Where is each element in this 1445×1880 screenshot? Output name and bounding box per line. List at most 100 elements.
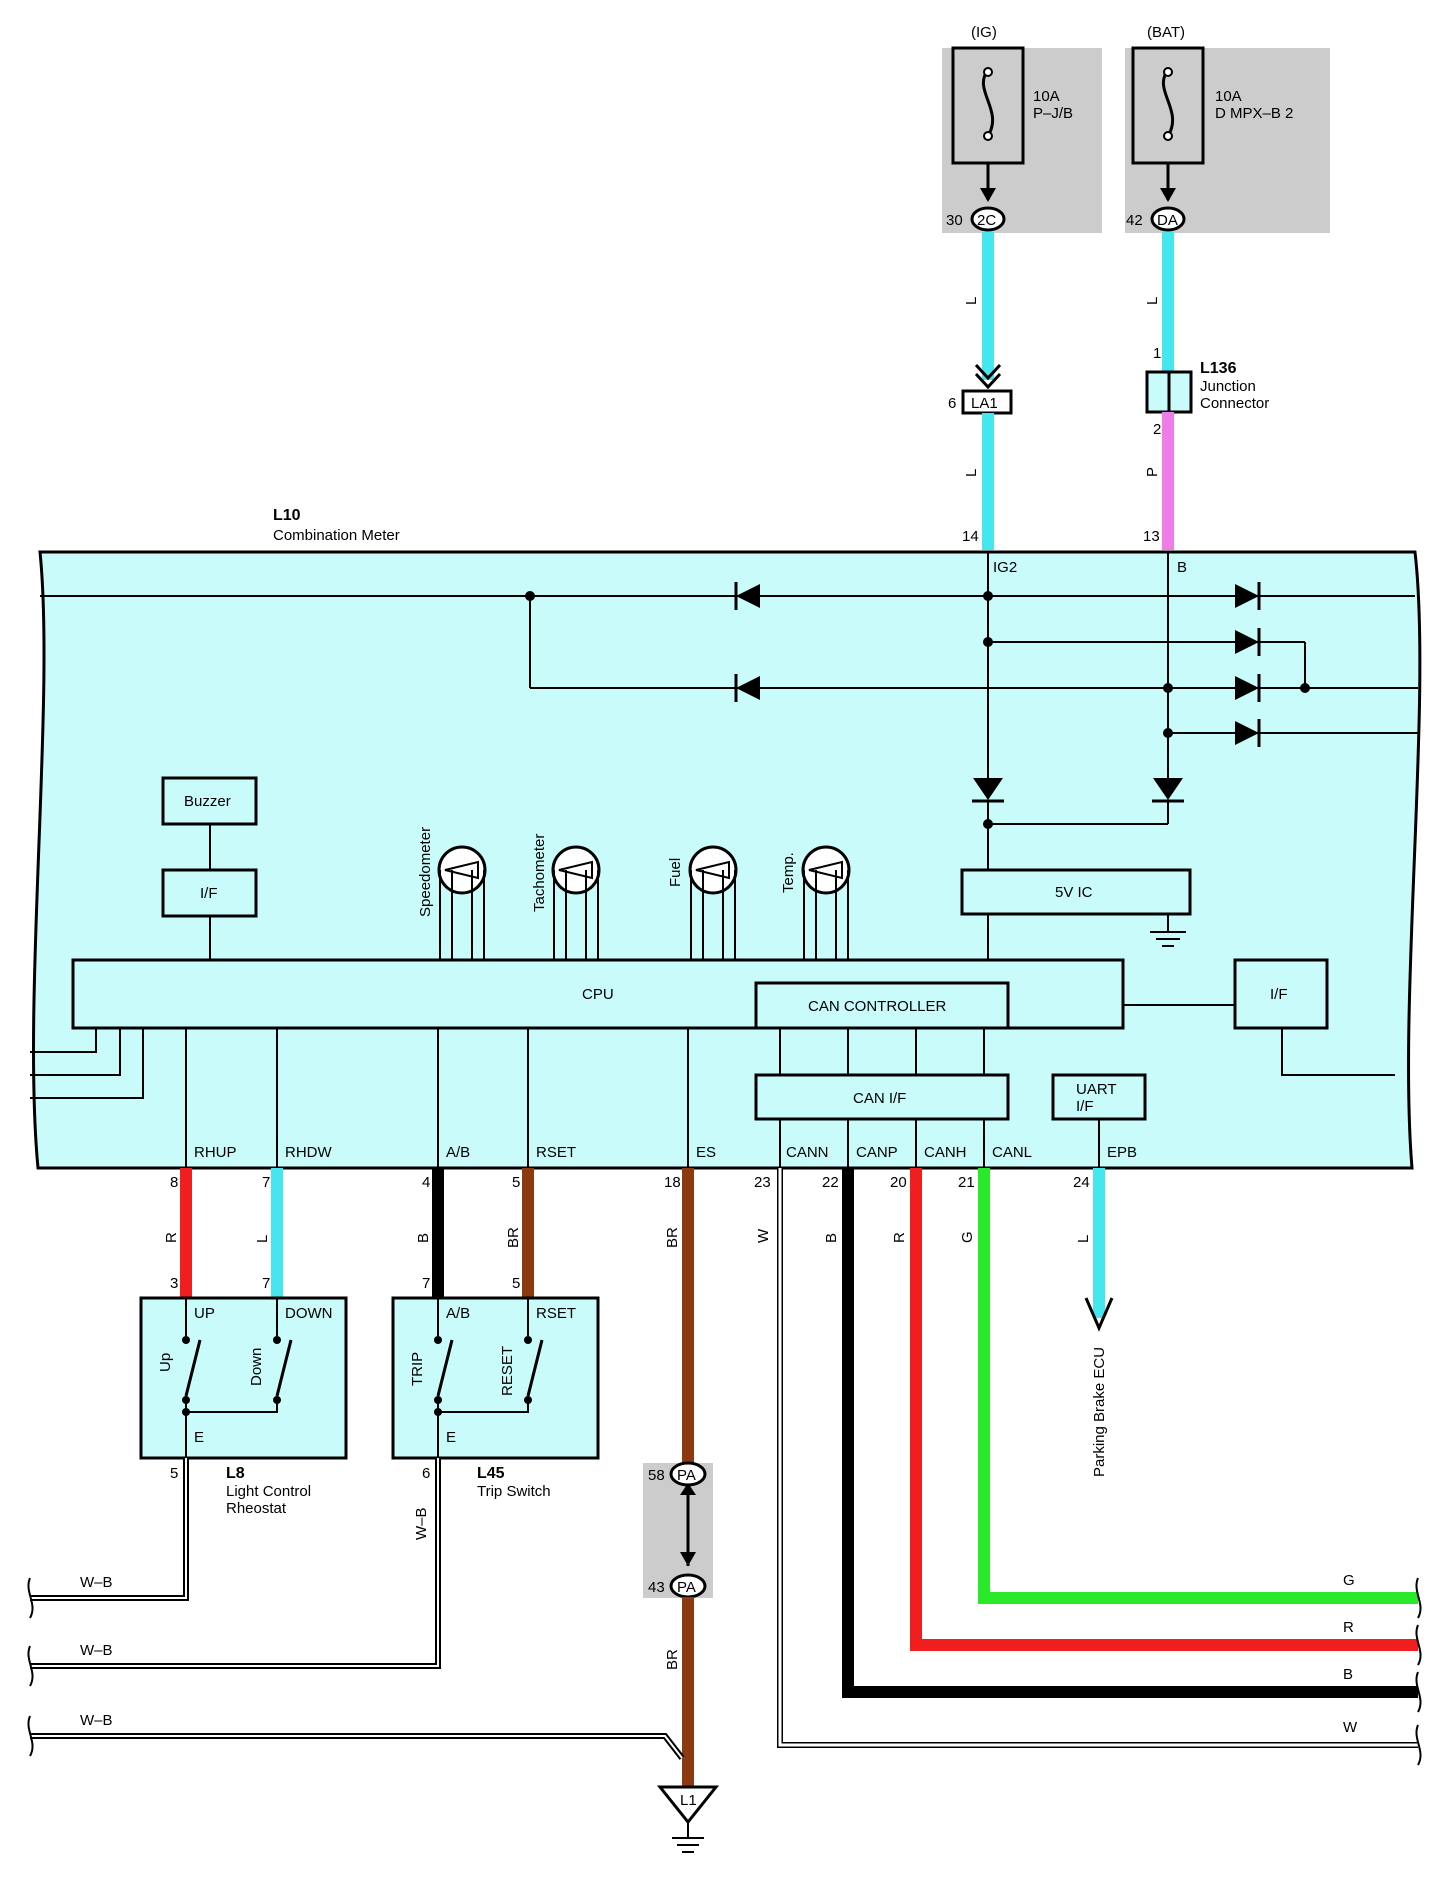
wb-wires: W–B W–B W–B W–B	[27, 1458, 685, 1760]
l136-id: L136	[1200, 360, 1237, 377]
meter-name: Combination Meter	[273, 527, 400, 544]
diode-4	[1235, 628, 1261, 656]
fuse-bat-name: D MPX–B 2	[1215, 105, 1293, 122]
l45-pin-ab: 7	[422, 1275, 430, 1292]
l8-box	[139, 1296, 348, 1460]
temp-gauge-icon: Temp.	[780, 845, 851, 960]
wire-label-l-4: L	[254, 1235, 271, 1243]
terminal-canl: CANL	[992, 1144, 1032, 1161]
wire-label-l-1: L	[963, 297, 980, 305]
wire-label-r-2: R	[891, 1232, 908, 1243]
wire-label-wb-1: W–B	[80, 1574, 113, 1591]
wire-label-g-1: G	[959, 1231, 976, 1243]
terminal-rset: RSET	[536, 1144, 576, 1161]
l8-switch-up	[184, 1339, 202, 1397]
l45-label-ab: A/B	[446, 1305, 470, 1322]
uart-label-2: I/F	[1076, 1098, 1094, 1115]
wire-label-b-1: B	[415, 1233, 432, 1243]
left-bus-lines	[30, 1028, 144, 1099]
terminal-es: ES	[696, 1144, 716, 1161]
speedometer-label: Speedometer	[417, 827, 434, 917]
l8-switch-down	[275, 1339, 293, 1397]
l8-pin-down: 7	[262, 1275, 270, 1292]
uart-label-1: UART	[1076, 1081, 1117, 1098]
buzzer-if-label: I/F	[200, 885, 218, 902]
diode-6	[1235, 719, 1261, 747]
connector-pa-bottom-label: PA	[677, 1579, 696, 1596]
terminal-canh: CANH	[924, 1144, 967, 1161]
junction-dots	[525, 591, 1310, 829]
buzzer-if	[161, 868, 258, 918]
l45-trip-switch: 7 5 A/B RSET TRIP RESET E 6 L45 Trip Swi…	[391, 1275, 600, 1500]
meter-pin-13: 13	[1143, 528, 1160, 545]
diode-2	[734, 674, 760, 702]
fuse-ig-rating: 10A	[1033, 88, 1060, 105]
ground-l1-label: L1	[680, 1792, 697, 1809]
connector-2c	[970, 206, 1006, 232]
fuse-bat-source: (BAT)	[1147, 24, 1185, 41]
connector-da-label: DA	[1157, 212, 1178, 229]
l136-desc2: Connector	[1200, 395, 1269, 412]
wire-g-canl	[978, 1168, 1418, 1604]
terminal-canp: CANP	[856, 1144, 898, 1161]
l45-switch-reset	[526, 1339, 544, 1397]
wire-label-p: P	[1144, 467, 1161, 477]
wire-label-w-1: W	[755, 1228, 772, 1243]
pin-4: 4	[422, 1174, 430, 1191]
l45-pin-e: 6	[422, 1465, 430, 1482]
l136-pin-out: 2	[1153, 421, 1161, 438]
wire-label-b-2: B	[823, 1233, 840, 1243]
l8-switch-down-label: Down	[248, 1348, 265, 1386]
l45-pin-rset: 5	[512, 1275, 520, 1292]
uart-if	[1051, 1073, 1147, 1121]
gauges: Speedometer Tachometer Fuel	[417, 827, 851, 960]
wire-label-wb-4: W–B	[413, 1507, 430, 1540]
diode-5	[1235, 674, 1261, 702]
fuel-gauge-icon: Fuel	[667, 845, 738, 960]
fuse-bat-rating: 10A	[1215, 88, 1242, 105]
speedometer-gauge-icon: Speedometer	[417, 827, 487, 960]
fuse-ig-source: (IG)	[971, 24, 997, 41]
tachometer-gauge-icon: Tachometer	[531, 834, 601, 960]
terminal-labels: RHUP RHDW A/B RSET ES CANN CANP CANH CAN…	[194, 1144, 1137, 1161]
fuse-bat: (BAT) 10A D MPX–B 2 DA 42	[1125, 24, 1330, 233]
l136-pin-in: 1	[1153, 345, 1161, 362]
can-controller-label: CAN CONTROLLER	[808, 998, 947, 1015]
terminal-cann: CANN	[786, 1144, 829, 1161]
connector-la1-pin: 6	[948, 395, 956, 412]
l136-desc1: Junction	[1200, 378, 1256, 395]
pin-21: 21	[958, 1174, 975, 1191]
l8-label-down: DOWN	[285, 1305, 333, 1322]
diode-3	[1235, 582, 1261, 610]
tachometer-label: Tachometer	[531, 834, 548, 912]
terminal-rhup: RHUP	[194, 1144, 237, 1161]
wire-label-r-1: R	[163, 1232, 180, 1243]
fuse-bat-bg	[1125, 48, 1330, 233]
l45-id: L45	[477, 1465, 505, 1482]
l8-pin-e: 5	[170, 1465, 178, 1482]
buzzer-label: Buzzer	[184, 793, 231, 810]
pa-pin-43: 43	[648, 1579, 665, 1596]
temp-label: Temp.	[780, 852, 797, 893]
pin-8: 8	[170, 1174, 178, 1191]
wire-label-wb-2: W–B	[80, 1642, 113, 1659]
wire-w-cann	[778, 1168, 1418, 1747]
right-if	[1233, 958, 1329, 1030]
meter-label-ig2: IG2	[993, 559, 1017, 576]
fuse-bat-pin: 42	[1126, 212, 1143, 229]
l45-switch-trip-label: TRIP	[409, 1352, 426, 1386]
wire-label-r-3: R	[1343, 1619, 1354, 1636]
connector-pa-top-label: PA	[677, 1467, 696, 1484]
wire-label-w-2: W	[1343, 1719, 1358, 1736]
fuse-ig-name: P–J/B	[1033, 105, 1073, 122]
fuse-ig-element	[981, 69, 995, 137]
l45-box	[391, 1296, 600, 1460]
combination-meter: L10 Combination Meter 14 13 IG2 B	[30, 507, 1422, 1170]
connector-2c-label: 2C	[977, 212, 996, 229]
can-if	[754, 1073, 1010, 1121]
pin-7: 7	[262, 1174, 270, 1191]
pin-20: 20	[890, 1174, 907, 1191]
ground-icon-5v	[1150, 931, 1186, 947]
diode-1	[734, 582, 760, 610]
